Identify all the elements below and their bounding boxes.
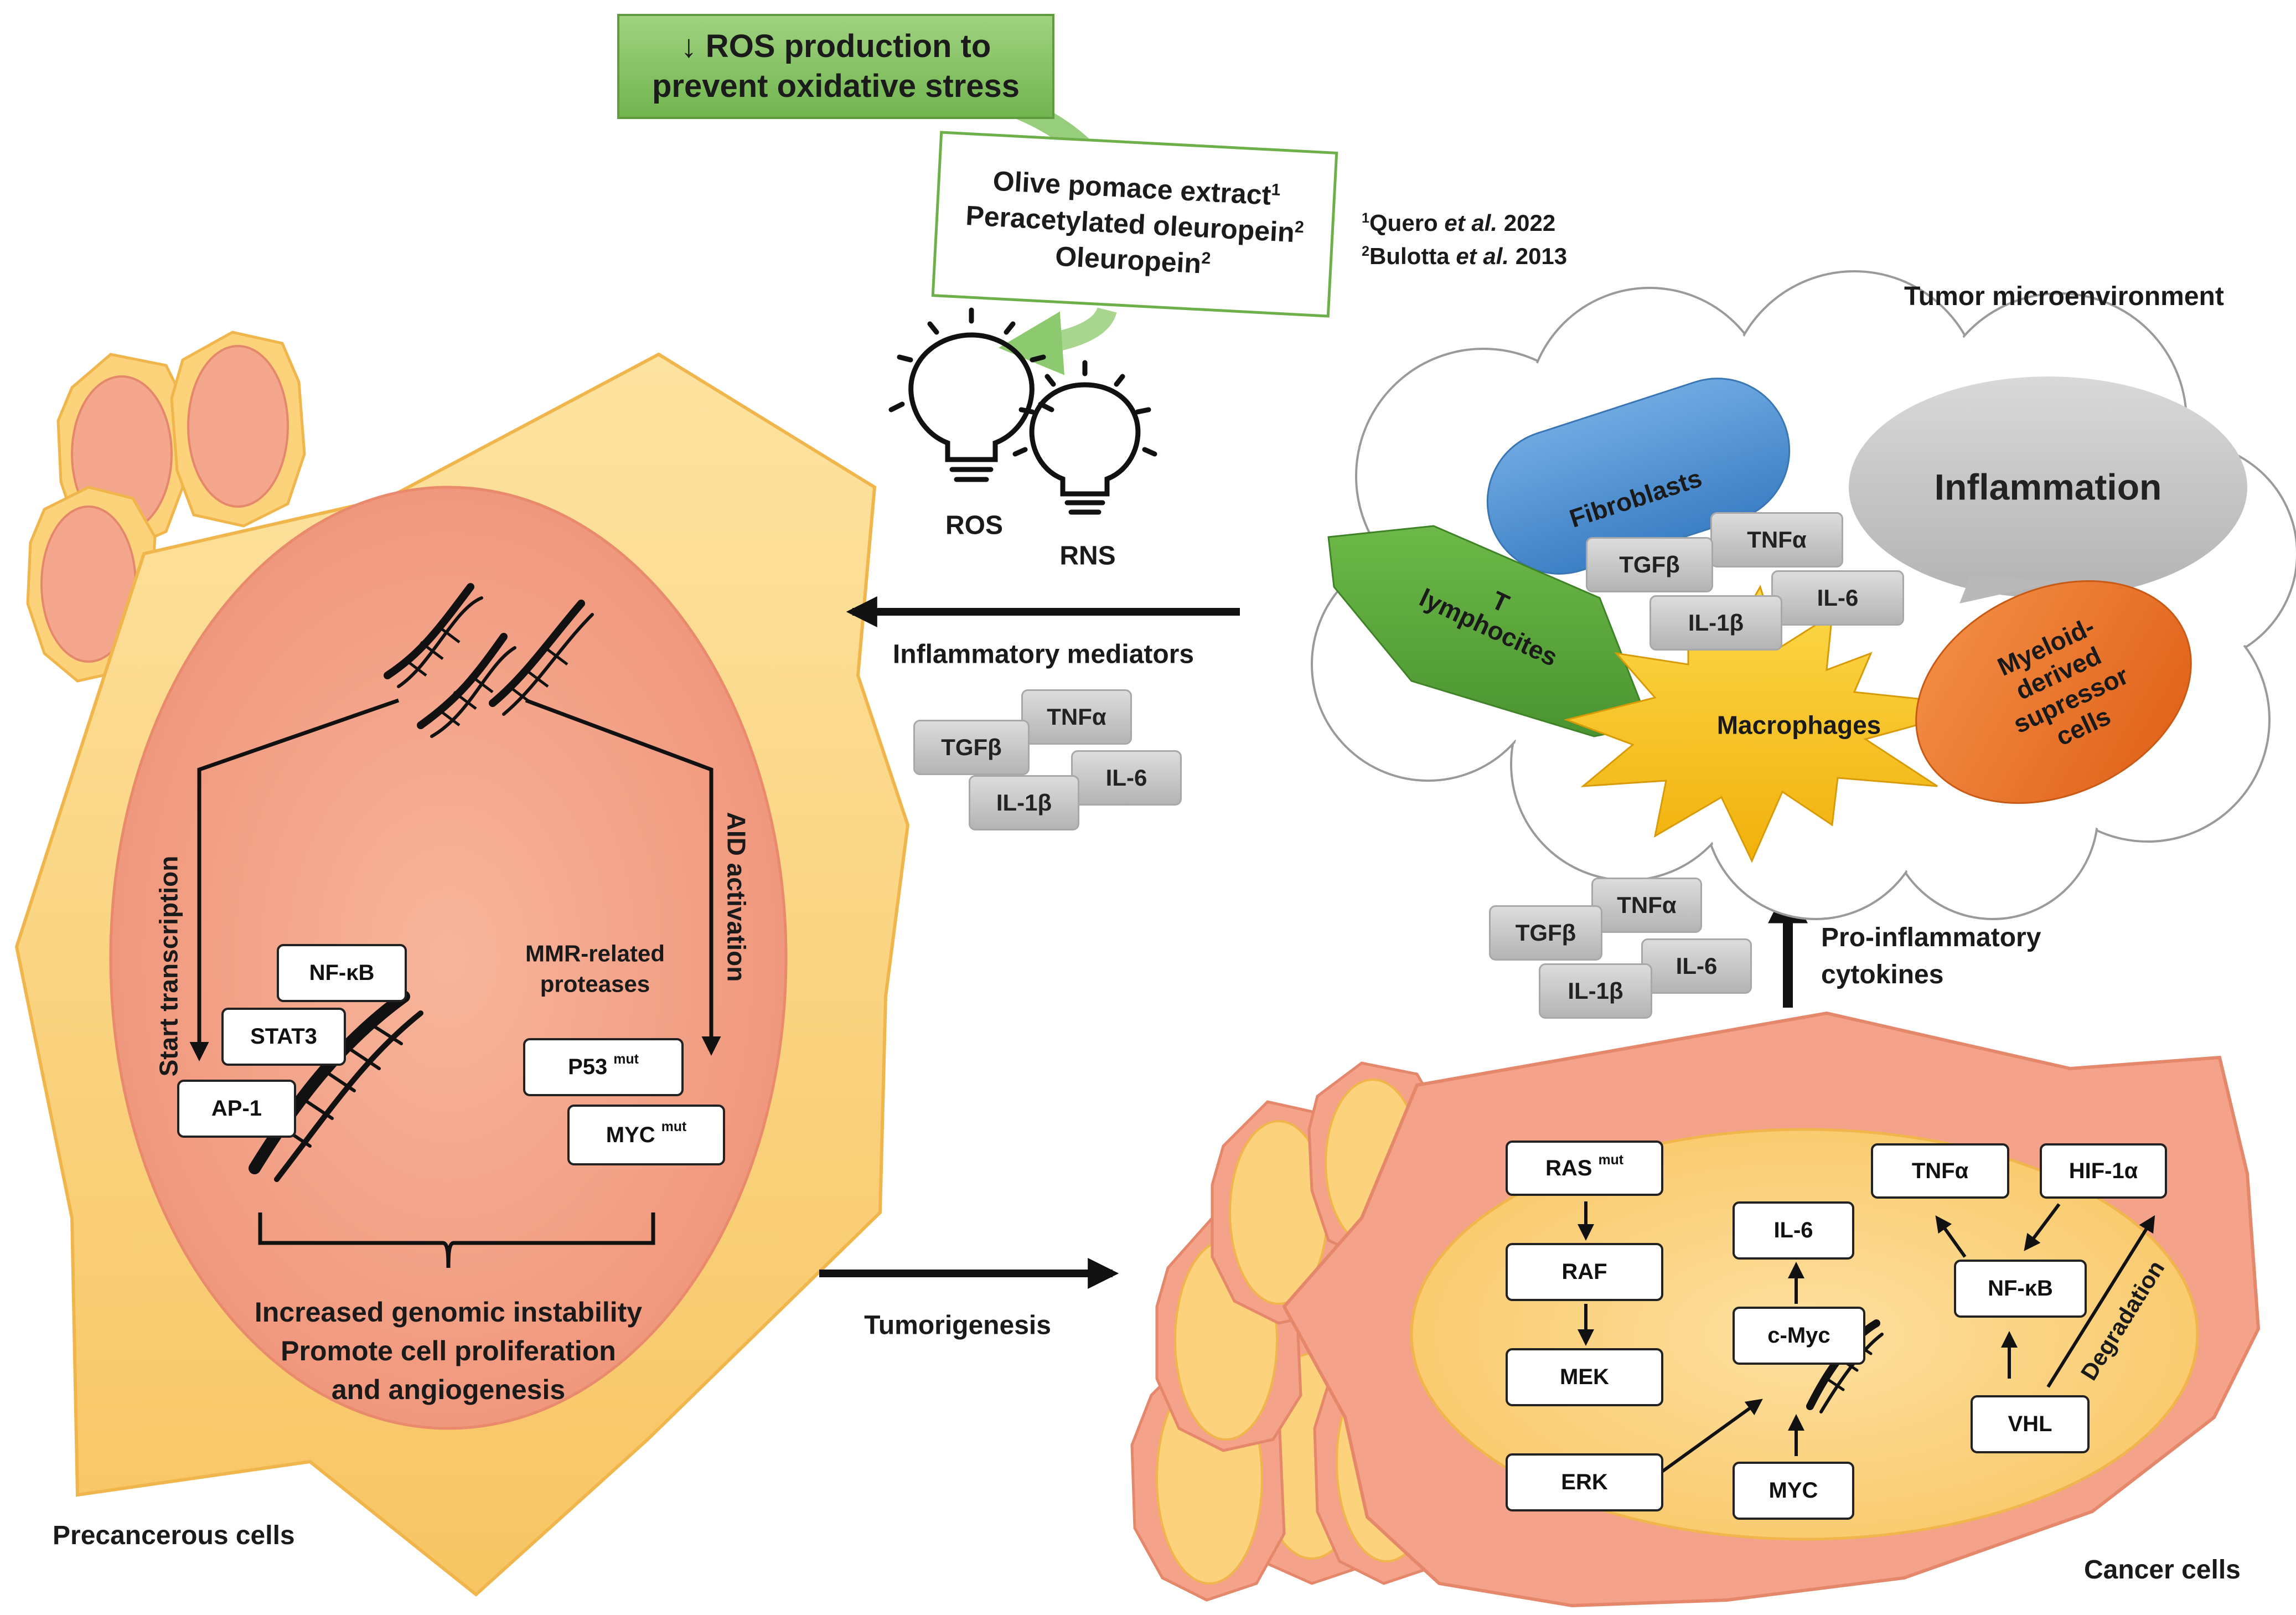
precancerous-outcome: Increased genomic instability Promote ce… (254, 1297, 643, 1405)
nfkb-box: NF-κB (277, 944, 407, 1002)
ros-label: ROS (945, 510, 1004, 540)
outcome-bracket (258, 1212, 655, 1268)
chip-tgfb-1: TGFβ (913, 720, 1030, 775)
chip-tnfa-2: TNFα (1710, 512, 1843, 567)
chip-tnfa-3: TNFα (1591, 878, 1702, 933)
compounds-box: Olive pomace extract1 Peracetylated oleu… (931, 131, 1338, 318)
ros-line-2: prevent oxidative stress (651, 68, 1020, 104)
inflammation-bubble (1849, 376, 2247, 598)
nfkb-cancer-box: NF-κB (1954, 1260, 2087, 1318)
p53-mut-box: P53 mut (523, 1038, 684, 1096)
vhl-box: VHL (1971, 1395, 2090, 1453)
stat3-box: STAT3 (221, 1008, 346, 1066)
ap1-box: AP-1 (177, 1080, 296, 1138)
myc-cancer-box: MYC (1733, 1462, 1854, 1520)
inflammation-label: Inflammation (1934, 466, 2162, 508)
chip-il1b-3: IL-1β (1539, 963, 1652, 1019)
chip-il1b-1: IL-1β (969, 775, 1079, 830)
cmyc-box: c-Myc (1733, 1307, 1865, 1365)
dna-helices-top (384, 583, 594, 738)
chip-il1b-2: IL-1β (1649, 595, 1782, 651)
tme-title: Tumor microenvironment (1904, 282, 2224, 311)
precancerous-nucleus (109, 486, 788, 1430)
ros-line-1: ↓ ROS production to (680, 28, 991, 64)
start-transcription-label: Start transcription (154, 855, 183, 1077)
chip-il6-2: IL-6 (1771, 570, 1904, 626)
tnfa-cancer-box: TNFα (1871, 1143, 2009, 1199)
raf-box: RAF (1506, 1243, 1663, 1301)
precancerous-cells-label: Precancerous cells (53, 1521, 295, 1550)
ros-reduction-box: ↓ ROS production to prevent oxidative st… (617, 14, 1054, 119)
chip-tnfa-1: TNFα (1021, 689, 1132, 745)
rns-bulb-icon (1012, 360, 1157, 515)
erk-box: ERK (1506, 1453, 1663, 1511)
inflammatory-mediators-label: Inflammatory mediators (892, 639, 1194, 669)
mek-box: MEK (1506, 1348, 1663, 1406)
chip-il6-1: IL-6 (1071, 750, 1182, 806)
ras-mut-box: RAS mut (1506, 1141, 1663, 1196)
chip-tgfb-3: TGFβ (1489, 905, 1602, 961)
hif1a-box: HIF-1α (2040, 1143, 2167, 1199)
cancer-cells-label: Cancer cells (2084, 1555, 2241, 1585)
rns-label: RNS (1059, 541, 1116, 571)
myc-mut-box: MYC mut (567, 1105, 725, 1165)
chip-il6-3: IL-6 (1641, 938, 1752, 994)
dna-helix-mid (249, 990, 423, 1182)
aid-activation-label: AID activation (722, 812, 751, 982)
ros-bulb-icon (888, 307, 1054, 482)
mdsc-shape (1915, 580, 2192, 804)
reference-2: 2Bulotta et al. 2013 (1362, 243, 1568, 269)
compound-oleuropein: Oleuropein2 (1054, 240, 1212, 279)
tumorigenesis-label: Tumorigenesis (864, 1310, 1051, 1340)
macrophages-label: Macrophages (1716, 710, 1881, 740)
reference-1: 1Quero et al. 2022 (1362, 210, 1556, 236)
il6-cancer-box: IL-6 (1733, 1201, 1854, 1260)
chip-tgfb-2: TGFβ (1586, 537, 1713, 592)
